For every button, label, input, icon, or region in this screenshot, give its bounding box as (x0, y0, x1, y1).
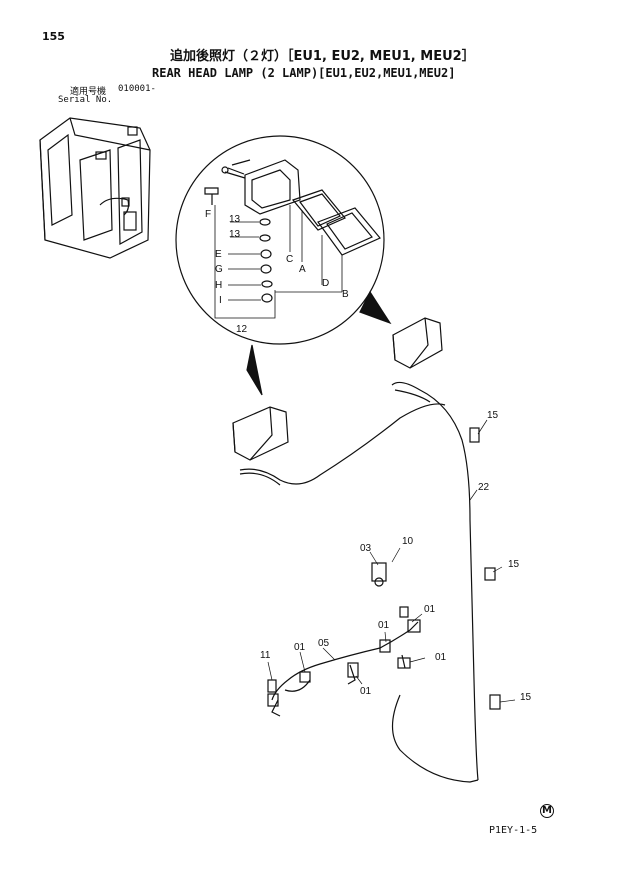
callout-13b: 13 (229, 229, 241, 240)
callout-13a: 13 (229, 214, 241, 225)
cab-illustration (39, 117, 151, 259)
callout-01-a: 01 (424, 604, 436, 615)
connectors (267, 427, 501, 710)
part-callouts: 15 22 03 10 15 01 01 05 01 11 01 01 15 (260, 410, 532, 703)
wiring-harness (239, 381, 479, 783)
callout-b: B (342, 289, 349, 300)
callout-g: G (215, 264, 223, 275)
callout-d: D (322, 278, 329, 289)
detail-magnifier (175, 135, 392, 396)
callout-01-e: 01 (360, 686, 372, 697)
callout-e: E (215, 249, 222, 260)
callout-05: 05 (318, 638, 330, 649)
serial-label-japanese: 適用号機 (70, 87, 107, 97)
callout-10: 10 (402, 536, 414, 547)
callout-01-c: 01 (294, 642, 306, 653)
callout-22: 22 (478, 482, 490, 493)
callout-c: C (286, 254, 293, 265)
m-mark: M (540, 804, 554, 818)
detail-callouts: F 13 13 E G H I 12 C A D B (205, 209, 349, 335)
callout-12: 12 (236, 324, 248, 335)
title-japanese: 追加後照灯（２灯）［EU1, EU2, MEU1, MEU2］ (170, 49, 475, 64)
document-code: P1EY-1-5 (489, 825, 538, 836)
rear-lamp-left (232, 406, 289, 461)
page-number: 155 (42, 30, 65, 43)
callout-h: H (215, 280, 222, 291)
callout-15-mid: 15 (508, 559, 520, 570)
callout-leaders (267, 419, 516, 703)
callout-15-bottom: 15 (520, 692, 532, 703)
callout-a: A (299, 264, 306, 275)
callout-01-d: 01 (435, 652, 447, 663)
callout-03: 03 (360, 543, 372, 554)
serial-label-english: Serial No. (58, 95, 113, 105)
title-english: REAR HEAD LAMP (2 LAMP)[EU1,EU2,MEU1,MEU… (152, 66, 456, 80)
callout-f: F (205, 209, 211, 220)
callout-01-b: 01 (378, 620, 390, 631)
serial-value: 010001- (118, 84, 156, 94)
callout-15-top: 15 (487, 410, 499, 421)
callout-i: I (219, 295, 222, 306)
rear-lamp-right (392, 317, 443, 369)
callout-11: 11 (260, 650, 271, 661)
